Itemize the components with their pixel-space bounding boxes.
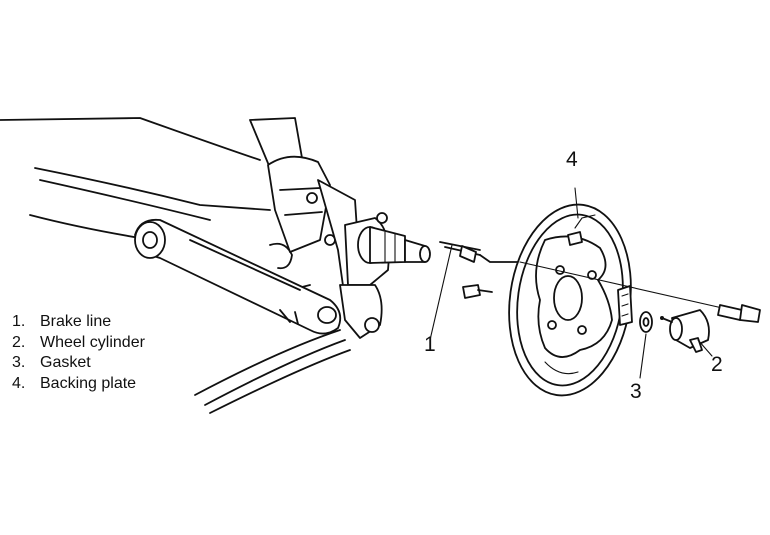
legend-item: 2. Wheel cylinder: [12, 333, 145, 354]
spindle: [357, 226, 431, 264]
legend-number: 3.: [12, 354, 26, 371]
legend-label: Backing plate: [40, 374, 137, 392]
wheel-cylinder: [660, 309, 713, 357]
callout-wheel-cylinder: 2: [711, 353, 723, 376]
callout-brake-line: 1: [424, 333, 436, 356]
backing-plate: [508, 187, 633, 397]
brake-line: [429, 241, 521, 341]
legend-number: 4.: [12, 374, 26, 392]
legend-label: Brake line: [40, 313, 112, 330]
callout-backing-plate: 4: [566, 148, 578, 171]
legend-number: 1.: [12, 313, 26, 330]
trailing-arm: [134, 218, 342, 335]
legend-item: 1. Brake line: [12, 312, 145, 333]
legend-label: Gasket: [40, 354, 91, 371]
legend-label: Wheel cylinder: [40, 333, 145, 351]
legend-number: 2.: [12, 333, 26, 351]
frame-rails: [0, 117, 351, 414]
callout-gasket: 3: [630, 380, 642, 403]
legend-item: 4. Backing plate: [12, 374, 145, 395]
legend-item: 3. Gasket: [12, 353, 145, 374]
mounting-bolts: [519, 261, 761, 323]
parts-legend: 1. Brake line 2. Wheel cylinder 3. Gasket 4…: [12, 312, 145, 394]
gasket: [639, 311, 653, 379]
